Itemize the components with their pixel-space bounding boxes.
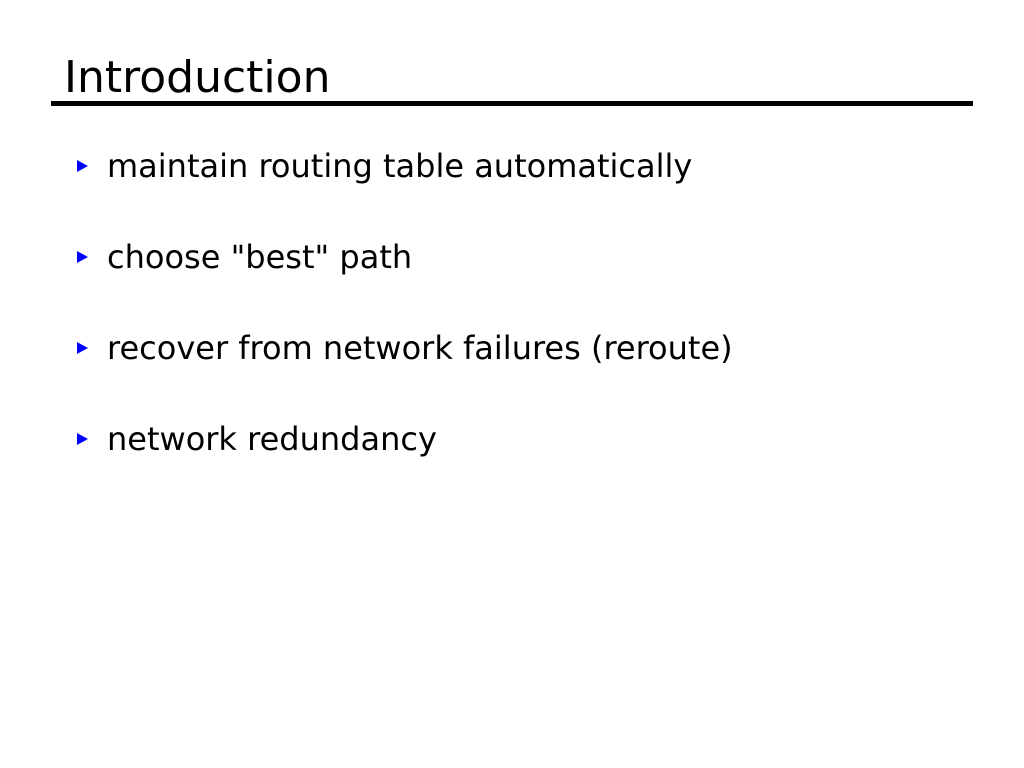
triangle-right-icon <box>77 423 95 455</box>
bullet-list: maintain routing table automatically cho… <box>77 150 977 514</box>
triangle-right-icon <box>77 150 95 182</box>
list-item: recover from network failures (reroute) <box>77 332 977 423</box>
list-item-label: maintain routing table automatically <box>107 147 693 185</box>
list-item-label: choose "best" path <box>107 238 413 276</box>
list-item: choose "best" path <box>77 241 977 332</box>
list-item: maintain routing table automatically <box>77 150 977 241</box>
title-underline-rule <box>51 101 973 106</box>
list-item: network redundancy <box>77 423 977 514</box>
page-title: Introduction <box>64 52 331 103</box>
triangle-right-icon <box>77 332 95 364</box>
list-item-label: recover from network failures (reroute) <box>107 329 733 367</box>
triangle-right-icon <box>77 241 95 273</box>
list-item-label: network redundancy <box>107 420 437 458</box>
